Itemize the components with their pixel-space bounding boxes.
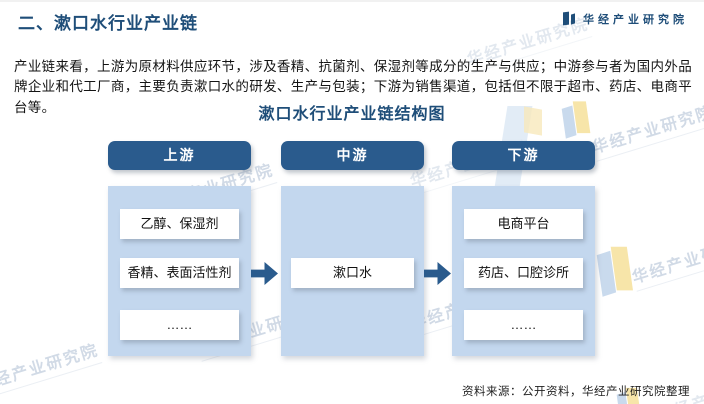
brand-name: 华经产业研究院 (583, 14, 688, 26)
downstream-item: 药店、口腔诊所 (464, 258, 583, 288)
flow-arrow-right-icon (251, 262, 278, 285)
intro-paragraph: 产业链来看，上游为原材料供应环节，涉及香精、抗菌剂、保湿剂等成分的生产与供应；中… (14, 58, 692, 115)
flow-arrow-right-icon (424, 262, 451, 285)
midstream-header: 中游 (281, 141, 424, 170)
diagram-title: 漱口水行业产业链结构图 (258, 106, 446, 123)
brand-logo: 华经产业研究院 (562, 11, 688, 27)
upstream-header: 上游 (108, 141, 251, 170)
downstream-item: 电商平台 (464, 209, 583, 239)
data-source-note: 资料来源：公开资料，华经产业研究院整理 (462, 386, 690, 398)
downstream-header: 下游 (452, 141, 595, 170)
watermark-text: 华经产业研究院 (628, 228, 704, 292)
midstream-item: 漱口水 (291, 258, 414, 288)
upstream-item: …… (120, 310, 239, 340)
page-title: 二、漱口水行业产业链 (18, 14, 198, 33)
downstream-column: 下游 电商平台 药店、口腔诊所 …… (452, 141, 595, 356)
upstream-panel: 乙醇、保湿剂 香精、表面活性剂 …… (108, 186, 251, 356)
downstream-panel: 电商平台 药店、口腔诊所 …… (452, 186, 595, 356)
midstream-column: 中游 漱口水 (281, 141, 424, 356)
upstream-item: 乙醇、保湿剂 (120, 209, 239, 239)
downstream-item: …… (464, 310, 583, 340)
upstream-column: 上游 乙醇、保湿剂 香精、表面活性剂 …… (108, 141, 251, 356)
midstream-panel: 漱口水 (281, 186, 424, 356)
brand-book-icon (562, 11, 577, 27)
watermark-text: 华经产业研究院 (0, 336, 103, 400)
upstream-item: 香精、表面活性剂 (120, 258, 239, 288)
